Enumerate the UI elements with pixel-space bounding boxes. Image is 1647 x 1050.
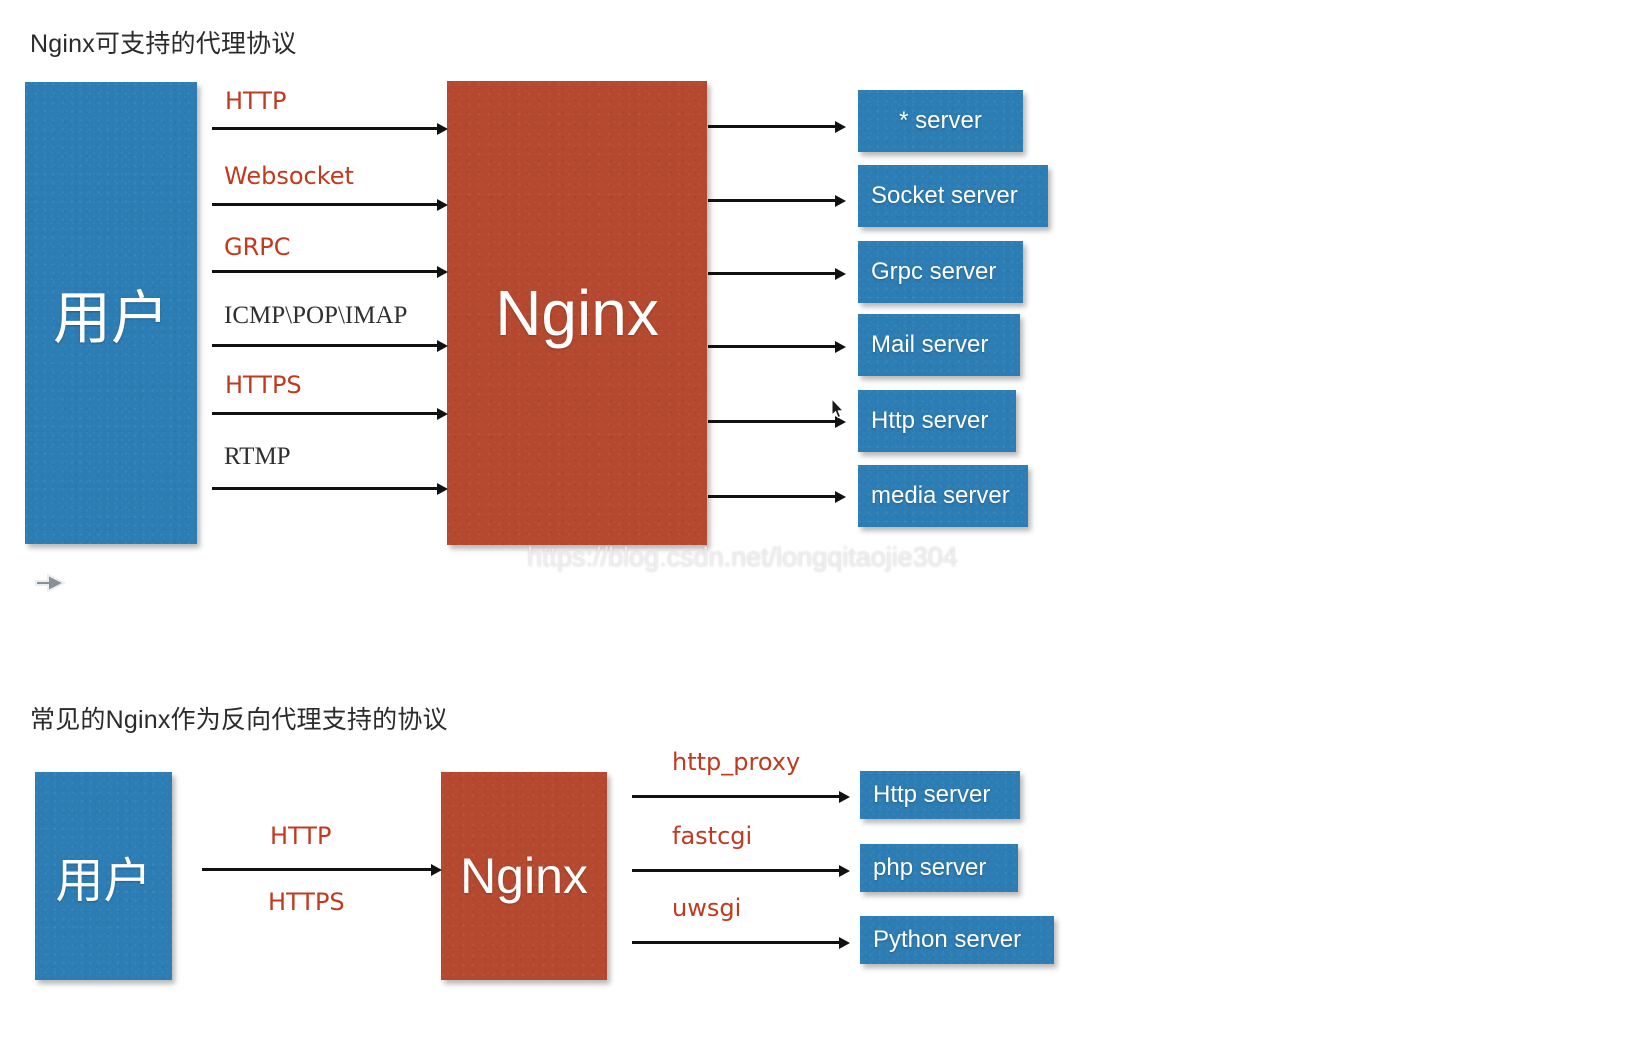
arrow-nginx-to-media-server xyxy=(708,490,846,503)
node-user-2: 用户 xyxy=(35,772,172,980)
node-php-server-label: php server xyxy=(873,854,987,881)
edge-label-http: HTTP xyxy=(225,87,287,115)
arrow-nginx-to-php-server xyxy=(632,864,850,877)
node-socket-server-label: Socket server xyxy=(871,182,1018,209)
node-user-label: 用户 xyxy=(52,284,169,352)
node-socket-server: Socket server xyxy=(858,165,1048,227)
edge-label-fastcgi: fastcgi xyxy=(672,822,753,850)
edge-label-grpc: GRPC xyxy=(224,233,291,261)
arrow-user-to-nginx-grpc xyxy=(212,265,448,278)
page-title-proxy-protocols: Nginx可支持的代理协议 xyxy=(30,30,297,58)
page-title-reverse-proxy-protocols: 常见的Nginx作为反向代理支持的协议 xyxy=(30,706,448,734)
arrow-nginx-to-socket-server xyxy=(708,194,846,207)
arrow-nginx-to-python-server xyxy=(632,936,850,949)
node-python-server-label: Python server xyxy=(873,926,1022,953)
diagram-nginx-proxy-protocols: 用户 Nginx HTTP Websocket GRPC ICMP\POP\IM… xyxy=(0,60,1120,593)
arrow-user-to-nginx-icmp xyxy=(212,339,448,352)
node-media-server: media server xyxy=(858,465,1028,527)
arrow-nginx-to-http-server-2 xyxy=(632,790,850,803)
watermark-blog-url: https://blog.csdn.net/longqitaojie304 xyxy=(527,542,958,572)
node-mail-server-label: Mail server xyxy=(871,331,989,358)
node-media-server-label: media server xyxy=(871,482,1010,509)
edge-label-rtmp: RTMP xyxy=(224,443,291,470)
node-nginx-2-label: Nginx xyxy=(460,848,588,904)
arrow-nginx-to-mail-server xyxy=(708,340,846,353)
node-http-server-2-label: Http server xyxy=(873,781,991,808)
arrow-nginx-to-grpc-server xyxy=(708,267,846,280)
edge-label-2-https: HTTPS xyxy=(268,888,345,916)
node-http-server: Http server xyxy=(858,390,1016,452)
arrow-nginx-to-http-server xyxy=(708,415,846,428)
node-python-server: Python server xyxy=(860,916,1054,964)
node-grpc-server: Grpc server xyxy=(858,241,1023,303)
node-user: 用户 xyxy=(25,82,197,544)
node-http-server-2: Http server xyxy=(860,771,1020,819)
edge-label-2-http: HTTP xyxy=(270,822,332,850)
edge-label-uwsgi: uwsgi xyxy=(672,894,742,922)
arrow-user-to-nginx-http xyxy=(212,122,448,135)
node-php-server: php server xyxy=(860,844,1018,892)
mouse-cursor-icon xyxy=(831,398,845,420)
arrow-user-to-nginx-websocket xyxy=(212,198,448,211)
node-mail-server: Mail server xyxy=(858,314,1020,376)
gray-arrow-pointer-icon xyxy=(34,572,66,594)
node-http-server-label: Http server xyxy=(871,407,989,434)
arrow-user-to-nginx-https xyxy=(212,407,448,420)
node-user-2-label: 用户 xyxy=(55,853,152,909)
node-grpc-server-label: Grpc server xyxy=(871,258,997,285)
edge-label-icmp-pop-imap: ICMP\POP\IMAP xyxy=(224,302,408,329)
edge-label-http-proxy: http_proxy xyxy=(672,748,801,776)
arrow-nginx-to-any-server xyxy=(708,120,846,133)
node-nginx-2: Nginx xyxy=(441,772,607,980)
arrow-user-to-nginx-2 xyxy=(202,863,442,876)
node-any-server-label: * server xyxy=(899,107,982,134)
arrow-user-to-nginx-rtmp xyxy=(212,482,448,495)
edge-label-websocket: Websocket xyxy=(224,162,354,190)
node-any-server: * server xyxy=(858,90,1023,152)
node-nginx: Nginx xyxy=(447,81,707,545)
node-nginx-label: Nginx xyxy=(495,277,659,349)
edge-label-https: HTTPS xyxy=(225,371,302,399)
diagram-nginx-reverse-proxy: 用户 Nginx HTTP HTTPS http_proxy fastcgi u… xyxy=(0,748,1120,1000)
